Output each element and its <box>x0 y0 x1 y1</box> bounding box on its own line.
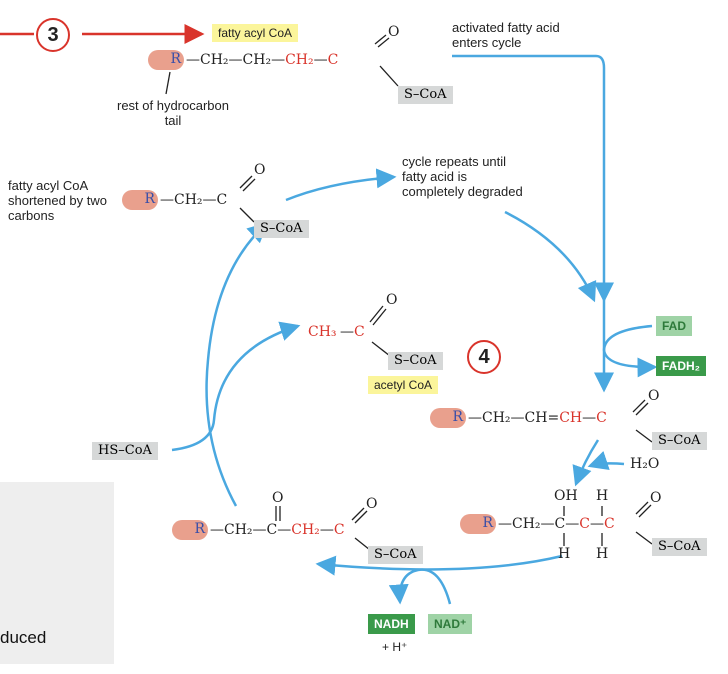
hydroxy-oh: OH <box>554 488 578 504</box>
side-panel-text: duced <box>0 628 47 647</box>
step-3-marker: 3 <box>36 18 70 52</box>
keto-scoa: S–CoA <box>368 546 423 564</box>
hydroxy-h1: H <box>558 546 571 562</box>
enoyl-chain: —CH₂—CH=CH—C <box>468 410 607 426</box>
hydration-arrow <box>572 439 600 487</box>
shortened-label: fatty acyl CoA shortened by two carbons <box>8 178 108 223</box>
hydroxy-o: O <box>650 490 662 506</box>
acetyl-bond: —C <box>340 324 365 340</box>
keto-o2: O <box>366 496 378 512</box>
water: H₂O <box>630 456 660 472</box>
left-carbonyl-o: O <box>254 162 266 178</box>
nad-arrow <box>388 568 452 605</box>
enoyl-o: O <box>648 388 660 404</box>
step-4-marker: 4 <box>467 340 501 374</box>
fatty-acyl-coa-label: fatty acyl CoA <box>212 24 299 42</box>
hscoa: HS–CoA <box>92 442 158 460</box>
keto-o1: O <box>272 490 284 506</box>
hydroxy-h2: H <box>596 546 609 562</box>
r-group-pill: R <box>430 408 466 428</box>
to-repeat-arrow <box>285 168 397 202</box>
r-group-pill: R <box>122 190 158 210</box>
left-chain: —CH₂—C <box>160 192 228 208</box>
water-arrow <box>587 450 625 470</box>
hydroxy-h-top: H <box>596 488 609 504</box>
nadplus-badge: NAD⁺ <box>428 614 473 634</box>
nadh-badge: NADH <box>368 614 415 634</box>
activated-note: activated fatty acid enters cycle <box>452 20 560 50</box>
top-carbonyl-o: O <box>388 24 400 40</box>
acetyl-scoa: S–CoA <box>388 352 443 370</box>
keto-chain: —CH₂—C—CH₂—C <box>210 522 345 538</box>
enoyl-scoa: S–CoA <box>652 432 707 450</box>
r-group-pill: R <box>460 514 496 534</box>
r-group-pill: R <box>148 50 184 70</box>
acetyl-o: O <box>386 292 398 308</box>
fad-arrow <box>602 324 658 378</box>
hydroxy-scoa: S–CoA <box>652 538 707 556</box>
thiolysis-arrow-left <box>205 222 268 507</box>
hscoa-arrow <box>171 321 301 452</box>
hydroxy-chain: —CH₂—C—C—C <box>498 516 615 532</box>
top-scoa: S–CoA <box>398 86 453 104</box>
fadh2-badge: FADH₂ <box>656 356 706 376</box>
entry-arrow <box>452 54 614 303</box>
acetyl-coa-label: acetyl CoA <box>368 376 439 394</box>
repeat-note: cycle repeats until fatty acid is comple… <box>402 154 523 199</box>
oxidation-arrow <box>315 554 563 576</box>
acetyl-ch3: CH₃ <box>308 324 337 340</box>
left-scoa: S–CoA <box>254 220 309 238</box>
side-panel <box>0 482 114 664</box>
repeat-arrow <box>504 210 597 303</box>
rest-of-tail-label: rest of hydrocarbon tail <box>116 98 229 128</box>
fad-badge: FAD <box>656 316 692 336</box>
r-group-pill: R <box>172 520 208 540</box>
top-chain: —CH₂—CH₂—CH₂—C <box>186 52 339 68</box>
hplus-label: + H⁺ <box>382 640 408 654</box>
